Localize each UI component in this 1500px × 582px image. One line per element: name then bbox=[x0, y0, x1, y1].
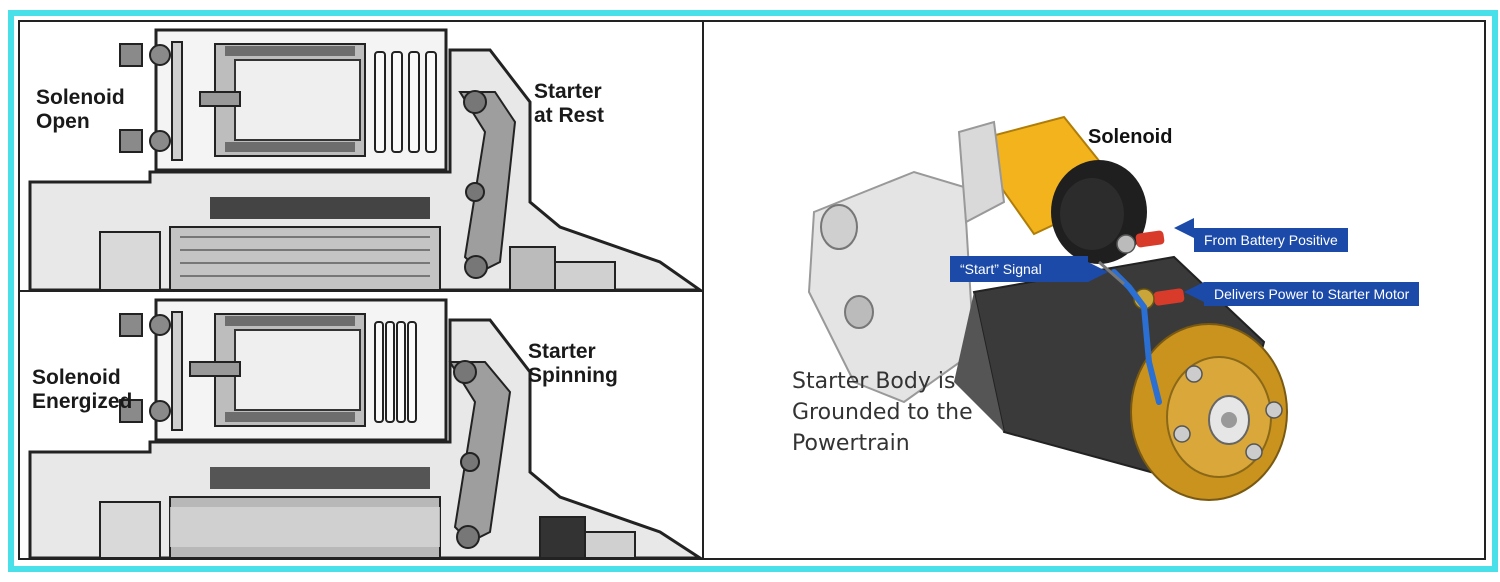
solenoid-open-label: Solenoid Open bbox=[36, 86, 125, 133]
starter-at-rest-label: Starter at Rest bbox=[534, 80, 605, 127]
starter-assembly-panel: Solenoid From Battery Positive “Start” S… bbox=[704, 22, 1484, 558]
starter-spinning-panel: Solenoid Energized Starter Spinning bbox=[20, 292, 704, 558]
diagram-inner: Solenoid Open Starter at Rest bbox=[18, 20, 1486, 560]
diagram-frame: Solenoid Open Starter at Rest bbox=[8, 10, 1498, 572]
starter-ground-note: Starter Body is Grounded to the Powertra… bbox=[792, 369, 973, 456]
starter-spinning-cutaway-illustration bbox=[28, 298, 702, 558]
starter-at-rest-panel: Solenoid Open Starter at Rest bbox=[20, 22, 704, 292]
from-battery-positive-callout: From Battery Positive bbox=[1194, 228, 1348, 252]
solenoid-title: Solenoid bbox=[1088, 126, 1173, 148]
start-signal-callout: “Start” Signal bbox=[950, 256, 1088, 282]
delivers-power-callout: Delivers Power to Starter Motor bbox=[1204, 282, 1420, 306]
solenoid-energized-label: Solenoid Energized bbox=[32, 366, 133, 413]
starter-spinning-label: Starter Spinning bbox=[528, 340, 618, 387]
starter-rest-cutaway-illustration bbox=[28, 28, 702, 290]
starter-assembly-illustration bbox=[807, 115, 1288, 501]
